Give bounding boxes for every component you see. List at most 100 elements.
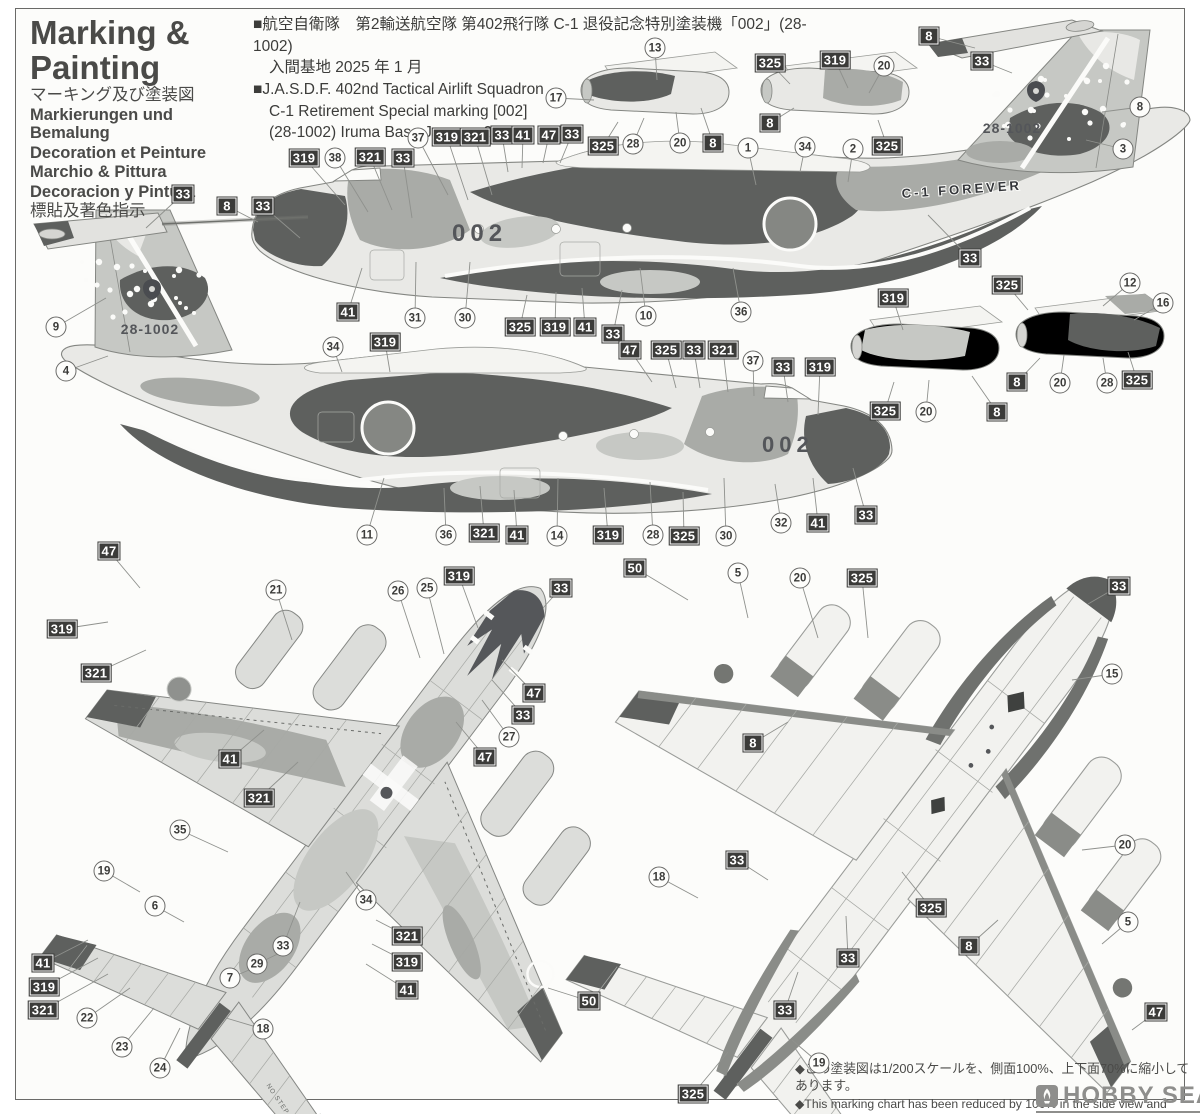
callout-paint-319: 319 [431, 127, 463, 147]
callout-decal-2: 2 [842, 138, 864, 160]
subtitle-zh: 標貼及著色指示 [30, 202, 146, 221]
callout-decal-20: 20 [789, 567, 811, 589]
callout-paint-41: 41 [511, 125, 535, 145]
callout-decal-27: 27 [498, 726, 520, 748]
callout-paint-325: 325 [846, 568, 878, 588]
callout-decal-31: 31 [404, 307, 426, 329]
callout-paint-319: 319 [539, 317, 571, 337]
callout-decal-18: 18 [252, 1018, 274, 1040]
subtitle-es: Decoracion y Pintura [30, 182, 196, 201]
callout-paint-33: 33 [171, 184, 195, 204]
callout-paint-325: 325 [1121, 370, 1153, 390]
callout-decal-10: 10 [635, 305, 657, 327]
callout-paint-8: 8 [702, 133, 724, 153]
callout-paint-325: 325 [754, 53, 786, 73]
callout-decal-20: 20 [1049, 372, 1071, 394]
callout-paint-33: 33 [391, 148, 415, 168]
engine-nacelle-detail-3 [850, 305, 1004, 371]
callout-paint-325: 325 [650, 340, 682, 360]
callout-paint-8: 8 [216, 196, 238, 216]
callout-paint-325: 325 [871, 136, 903, 156]
callout-paint-319: 319 [819, 50, 851, 70]
callout-paint-325: 325 [869, 401, 901, 421]
callout-paint-33: 33 [773, 1000, 797, 1020]
callout-paint-8: 8 [986, 402, 1008, 422]
callout-decal-5: 5 [1117, 911, 1139, 933]
callout-decal-33: 33 [272, 935, 294, 957]
callout-paint-33: 33 [1107, 576, 1131, 596]
callout-decal-4: 4 [55, 360, 77, 382]
callout-paint-319: 319 [391, 952, 423, 972]
callout-paint-325: 325 [991, 275, 1023, 295]
callout-decal-28: 28 [1096, 372, 1118, 394]
callout-paint-325: 325 [668, 526, 700, 546]
callout-decal-36: 36 [730, 301, 752, 323]
callout-decal-34: 34 [355, 889, 377, 911]
squadron-badge-right-fin [1027, 81, 1045, 102]
hobby-search-logo-text: HOBBY SEARCH [1063, 1082, 1200, 1109]
callout-paint-33: 33 [854, 505, 878, 525]
callout-paint-325: 325 [915, 898, 947, 918]
callout-decal-36: 36 [435, 524, 457, 546]
callout-paint-41: 41 [336, 302, 360, 322]
callout-paint-8: 8 [918, 26, 940, 46]
subtitle-ja: マーキング及び塗装図 [30, 86, 195, 105]
squadron-badge-left-fin [143, 279, 161, 300]
callout-decal-9: 9 [45, 316, 67, 338]
callout-paint-33: 33 [682, 340, 706, 360]
callout-decal-20: 20 [1114, 834, 1136, 856]
callout-decal-28: 28 [642, 524, 664, 546]
callout-decal-7: 7 [219, 967, 241, 989]
subtitle-fr: Decoration et Peinture [30, 143, 207, 162]
callout-paint-8: 8 [958, 936, 980, 956]
callout-paint-33: 33 [490, 125, 514, 145]
callout-paint-47: 47 [1144, 1002, 1168, 1022]
callout-paint-319: 319 [443, 566, 475, 586]
side-view-left-profile: 002 28-1002 [33, 209, 893, 514]
callout-paint-325: 325 [504, 317, 536, 337]
engine-nacelle-detail-4 [1015, 293, 1169, 359]
callout-paint-321: 321 [354, 147, 386, 167]
callout-decal-30: 30 [454, 307, 476, 329]
callout-decal-15: 15 [1101, 663, 1123, 685]
callout-paint-321: 321 [468, 523, 500, 543]
engine-nacelle-detail-1 [580, 51, 739, 115]
title-block: Marking & Painting マーキング及び塗装図 Markierung… [30, 15, 255, 221]
callout-paint-41: 41 [31, 953, 55, 973]
scheme-jp-line1: ■航空自衛隊 第2輸送航空隊 第402飛行隊 C-1 退役記念特別塗装機「002… [253, 16, 807, 55]
bottom-view [473, 395, 1200, 1114]
callout-decal-1: 1 [737, 137, 759, 159]
callout-paint-319: 319 [369, 332, 401, 352]
callout-paint-33: 33 [958, 248, 982, 268]
callout-paint-33: 33 [601, 324, 625, 344]
callout-decal-17: 17 [545, 87, 567, 109]
callout-decal-13: 13 [644, 37, 666, 59]
callout-decal-34: 34 [794, 136, 816, 158]
hobby-search-logo-icon [1036, 1085, 1058, 1107]
callout-decal-34: 34 [322, 336, 344, 358]
scheme-en-line2: C-1 Retirement Special marking [002] [269, 102, 528, 120]
callout-paint-321: 321 [707, 340, 739, 360]
callout-paint-33: 33 [251, 196, 275, 216]
scale-note-jp: ◆この塗装図は1/200スケールを、側面100%、上下面70%に縮小してあります… [795, 1061, 1190, 1094]
nose-number-left: 002 [762, 432, 814, 457]
callout-paint-8: 8 [1006, 372, 1028, 392]
callout-decal-24: 24 [149, 1057, 171, 1079]
subtitle-de: Markierungen und Bemalung [30, 105, 174, 143]
callout-decal-12: 12 [1119, 272, 1141, 294]
callout-paint-321: 321 [80, 663, 112, 683]
callout-paint-321: 321 [391, 926, 423, 946]
callout-decal-20: 20 [915, 401, 937, 423]
callout-paint-33: 33 [511, 705, 535, 725]
callout-decal-6: 6 [144, 895, 166, 917]
callout-paint-319: 319 [877, 288, 909, 308]
engine-nacelle-detail-2 [760, 51, 919, 115]
callout-paint-325: 325 [677, 1084, 709, 1104]
callout-paint-319: 319 [288, 148, 320, 168]
nose-number-right: 002 [452, 220, 507, 247]
callout-paint-50: 50 [577, 991, 601, 1011]
tail-number-right: 28-1002 [983, 120, 1041, 136]
scheme-jp-line2: 入間基地 2025 年 1 月 [269, 59, 423, 77]
callout-paint-321: 321 [459, 127, 491, 147]
callout-decal-3: 3 [1112, 138, 1134, 160]
